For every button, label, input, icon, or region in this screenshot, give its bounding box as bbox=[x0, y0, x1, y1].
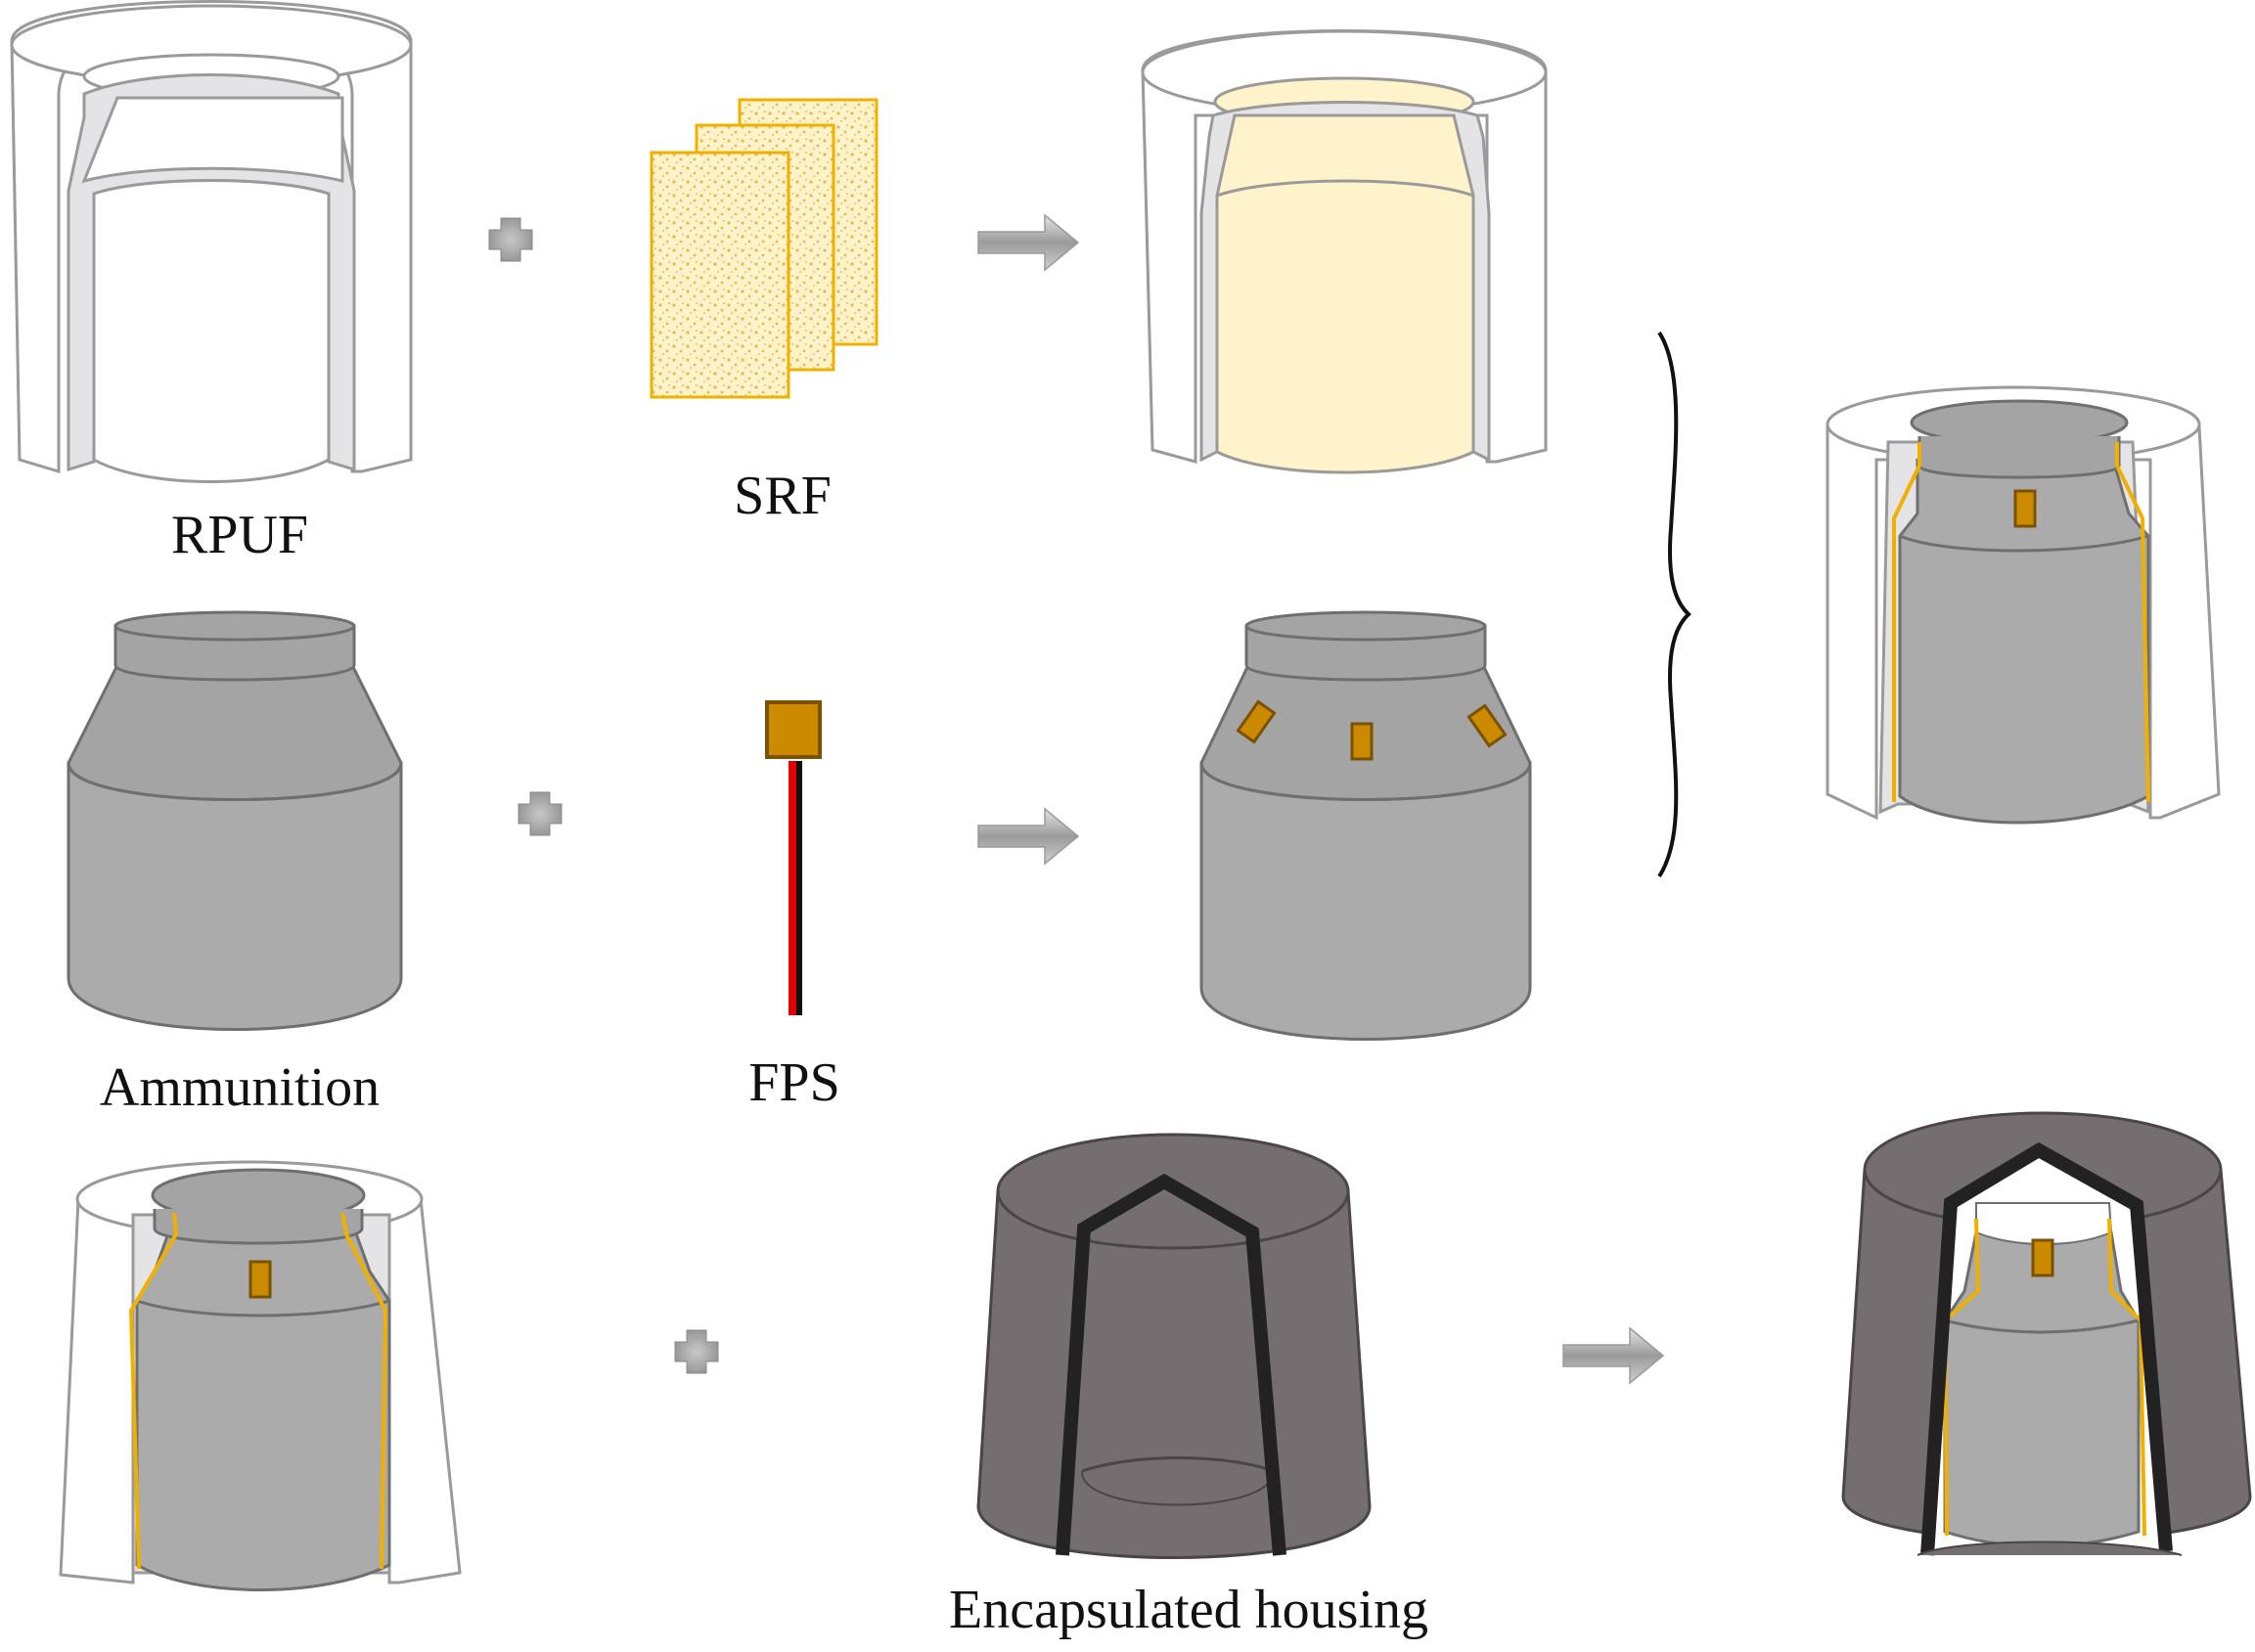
housing-label: Encapsulated housing bbox=[949, 1580, 1428, 1640]
right-brace-icon bbox=[1657, 331, 1691, 878]
assembled-ammunition-in-foam bbox=[1826, 385, 2221, 825]
final-encapsulated-product bbox=[1841, 1111, 2252, 1556]
plus-icon-2 bbox=[518, 791, 563, 836]
sensor-center bbox=[1350, 722, 1374, 761]
assembled-ammunition-left bbox=[59, 1160, 462, 1591]
arrow-right-icon-2 bbox=[977, 808, 1079, 865]
ammunition-with-sensors bbox=[1199, 610, 1532, 1041]
sensor-assembled bbox=[2013, 489, 2037, 528]
rpuf-label: RPUF bbox=[171, 505, 308, 565]
sensor-final bbox=[2031, 1238, 2054, 1277]
arrow-right-icon-1 bbox=[977, 214, 1079, 271]
sensor-assembled-left bbox=[248, 1260, 272, 1299]
rpuf-foam-shell bbox=[10, 0, 413, 483]
plus-icon-1 bbox=[488, 217, 533, 262]
encapsulated-housing bbox=[976, 1133, 1372, 1559]
plus-icon-3 bbox=[674, 1329, 719, 1374]
ammunition-label: Ammunition bbox=[100, 1057, 380, 1118]
arrow-right-icon-3 bbox=[1562, 1327, 1664, 1384]
fps-sensor bbox=[765, 700, 822, 1015]
srf-sheets bbox=[650, 98, 879, 399]
fps-label: FPS bbox=[748, 1052, 839, 1113]
srf-label: SRF bbox=[734, 466, 832, 526]
ammunition bbox=[67, 610, 403, 1031]
rpuf-with-srf bbox=[1141, 29, 1548, 474]
